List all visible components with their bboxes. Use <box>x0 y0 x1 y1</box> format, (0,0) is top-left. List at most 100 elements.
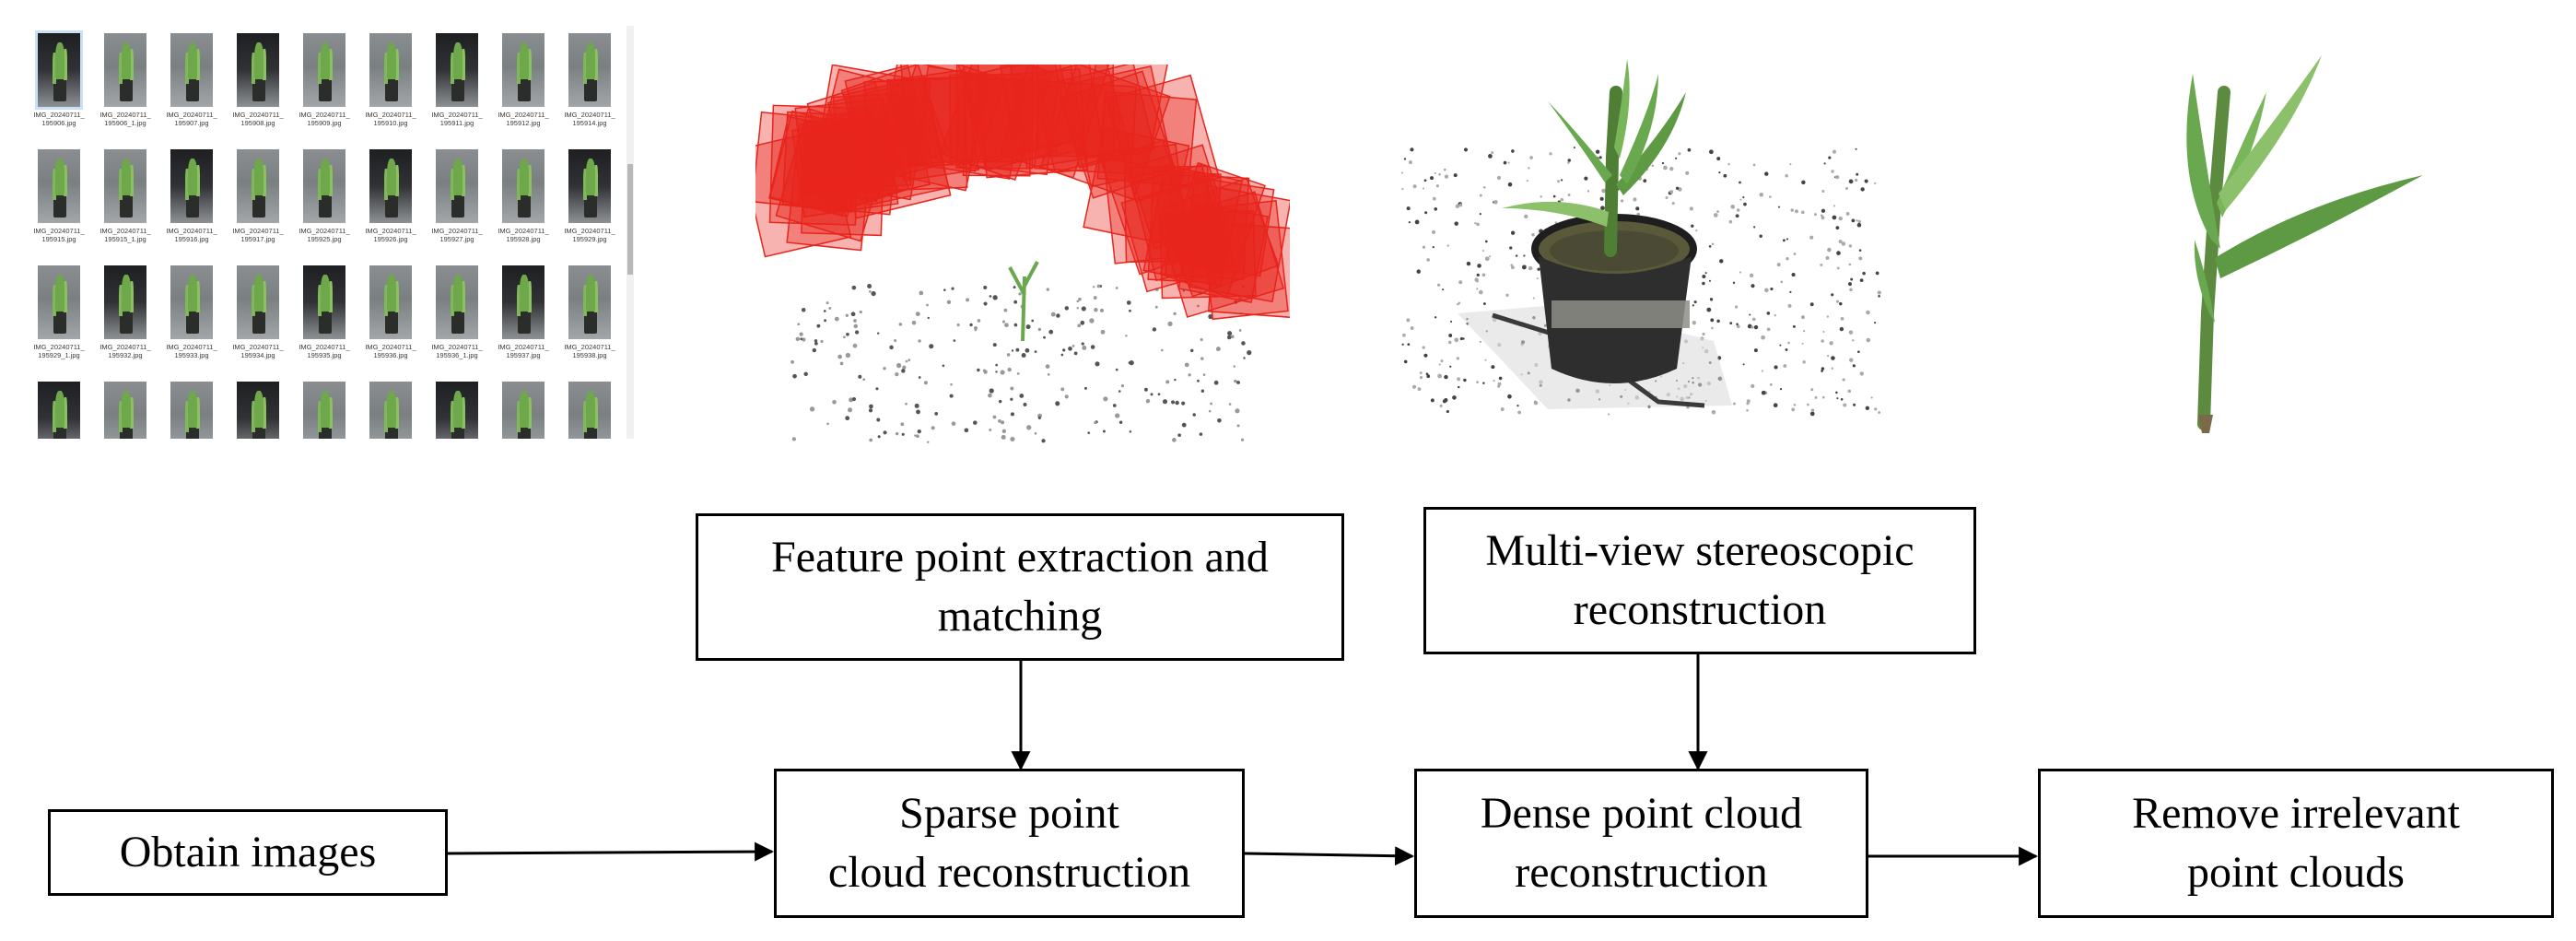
image-thumbnail[interactable]: IMG_20240711_ 195938.jpg <box>556 265 623 359</box>
sparse-point <box>802 337 806 342</box>
scrollbar-thumb[interactable] <box>627 164 633 275</box>
scrollbar[interactable] <box>626 26 634 439</box>
dense-point <box>1458 203 1463 207</box>
dense-point <box>1401 343 1404 346</box>
image-thumbnail[interactable]: IMG_20240711_ 195927.jpg <box>424 149 490 243</box>
sparse-point <box>790 359 794 364</box>
sparse-point <box>1000 370 1005 375</box>
thumbnail-filename: IMG_20240711_ 195936_1.jpg <box>431 343 483 359</box>
sparse-point <box>1068 346 1072 351</box>
image-thumbnail[interactable]: IMG_20240711_ 195935.jpg <box>291 265 357 359</box>
dense-point <box>1732 281 1736 284</box>
sparse-point <box>901 432 905 436</box>
image-thumbnail[interactable] <box>225 382 291 439</box>
dense-point <box>1800 315 1805 320</box>
sparse-point <box>851 285 857 290</box>
sparse-point <box>858 374 862 379</box>
dense-point <box>1710 318 1715 323</box>
sparse-point <box>1055 401 1060 406</box>
image-thumbnail[interactable]: IMG_20240711_ 195914.jpg <box>556 33 623 127</box>
sparse-point <box>883 430 887 435</box>
image-thumbnail[interactable]: IMG_20240711_ 195906_1.jpg <box>92 33 158 127</box>
image-thumbnail[interactable] <box>490 382 556 439</box>
image-thumbnail[interactable]: IMG_20240711_ 195929.jpg <box>556 149 623 243</box>
image-thumbnail[interactable]: IMG_20240711_ 195916.jpg <box>158 149 225 243</box>
sparse-point <box>1078 297 1082 301</box>
image-thumbnail[interactable]: IMG_20240711_ 195911.jpg <box>424 33 490 127</box>
dense-point <box>1407 343 1411 347</box>
image-thumbnail[interactable]: IMG_20240711_ 195910.jpg <box>357 33 424 127</box>
image-thumbnail[interactable] <box>158 382 225 439</box>
image-thumbnail[interactable] <box>291 382 357 439</box>
sparse-point <box>1241 341 1246 346</box>
dense-point <box>1430 398 1434 403</box>
image-thumbnail[interactable]: IMG_20240711_ 195936.jpg <box>357 265 424 359</box>
image-thumbnail[interactable]: IMG_20240711_ 195915_1.jpg <box>92 149 158 243</box>
dense-point <box>1702 332 1705 336</box>
dense-point <box>1695 229 1698 232</box>
image-thumbnail[interactable]: IMG_20240711_ 195907.jpg <box>158 33 225 127</box>
thumbnail-filename: IMG_20240711_ 195936.jpg <box>365 343 416 359</box>
image-thumbnail[interactable]: IMG_20240711_ 195915.jpg <box>26 149 92 243</box>
dense-point <box>1851 218 1856 223</box>
dense-point <box>1685 171 1690 175</box>
dense-point <box>1736 323 1739 326</box>
image-thumbnail[interactable]: IMG_20240711_ 195906.jpg <box>26 30 92 127</box>
dense-point <box>1529 156 1533 159</box>
sparse-point <box>1056 313 1060 318</box>
sparse-point <box>914 434 917 437</box>
image-thumbnail[interactable]: IMG_20240711_ 195936_1.jpg <box>424 265 490 359</box>
thumbnail-image <box>369 265 412 339</box>
dense-point <box>1858 256 1863 261</box>
dense-point <box>1845 186 1848 190</box>
dense-point <box>1841 241 1846 246</box>
image-thumbnail[interactable]: IMG_20240711_ 195908.jpg <box>225 33 291 127</box>
sparse-point <box>1037 416 1041 420</box>
dense-point <box>1839 326 1844 332</box>
dense-point <box>1751 383 1755 389</box>
image-thumbnail[interactable]: IMG_20240711_ 195909.jpg <box>291 33 357 127</box>
image-thumbnail[interactable]: IMG_20240711_ 195928.jpg <box>490 149 556 243</box>
dense-point <box>1718 171 1721 174</box>
image-thumbnail[interactable]: IMG_20240711_ 195925.jpg <box>291 149 357 243</box>
image-thumbnail[interactable]: IMG_20240711_ 195932.jpg <box>92 265 158 359</box>
sparse-point <box>799 332 803 336</box>
thumbnail-image <box>104 382 146 439</box>
image-thumbnail[interactable]: IMG_20240711_ 195933.jpg <box>158 265 225 359</box>
image-thumbnail[interactable]: IMG_20240711_ 195937.jpg <box>490 265 556 359</box>
sparse-point <box>988 393 992 398</box>
sparse-point <box>1003 308 1008 312</box>
sparse-point <box>907 359 911 361</box>
dense-point <box>1599 196 1604 201</box>
sparse-point <box>1200 337 1203 342</box>
sparse-point <box>1007 367 1012 372</box>
dense-point <box>1821 208 1826 213</box>
sparse-point <box>917 429 921 434</box>
dense-point <box>1835 300 1840 303</box>
image-thumbnail[interactable] <box>357 382 424 439</box>
image-thumbnail[interactable]: IMG_20240711_ 195917.jpg <box>225 149 291 243</box>
thumbnail-image <box>436 33 478 107</box>
sparse-point <box>1081 306 1086 312</box>
image-thumbnail[interactable] <box>424 382 490 439</box>
image-thumbnail[interactable]: IMG_20240711_ 195926.jpg <box>357 149 424 243</box>
sparse-point <box>989 429 992 431</box>
dense-point <box>1488 154 1493 159</box>
image-thumbnail[interactable] <box>92 382 158 439</box>
thumbnail-filename: IMG_20240711_ 195937.jpg <box>498 343 549 359</box>
thumbnail-image <box>35 30 83 110</box>
dense-point <box>1821 216 1825 220</box>
image-thumbnail[interactable]: IMG_20240711_ 195912.jpg <box>490 33 556 127</box>
thumbnail-image <box>237 149 279 223</box>
image-thumbnail[interactable] <box>26 382 92 439</box>
dense-point <box>1454 221 1458 226</box>
thumbnail-image <box>369 33 412 107</box>
dense-point <box>1782 239 1786 242</box>
image-thumbnail[interactable]: IMG_20240711_ 195934.jpg <box>225 265 291 359</box>
image-thumbnail[interactable]: IMG_20240711_ 195929_1.jpg <box>26 265 92 359</box>
dense-point <box>1481 273 1486 277</box>
sparse-point <box>894 339 897 343</box>
sparse-point <box>1010 386 1014 391</box>
thumbnail-image <box>104 149 146 223</box>
image-thumbnail[interactable] <box>556 382 623 439</box>
